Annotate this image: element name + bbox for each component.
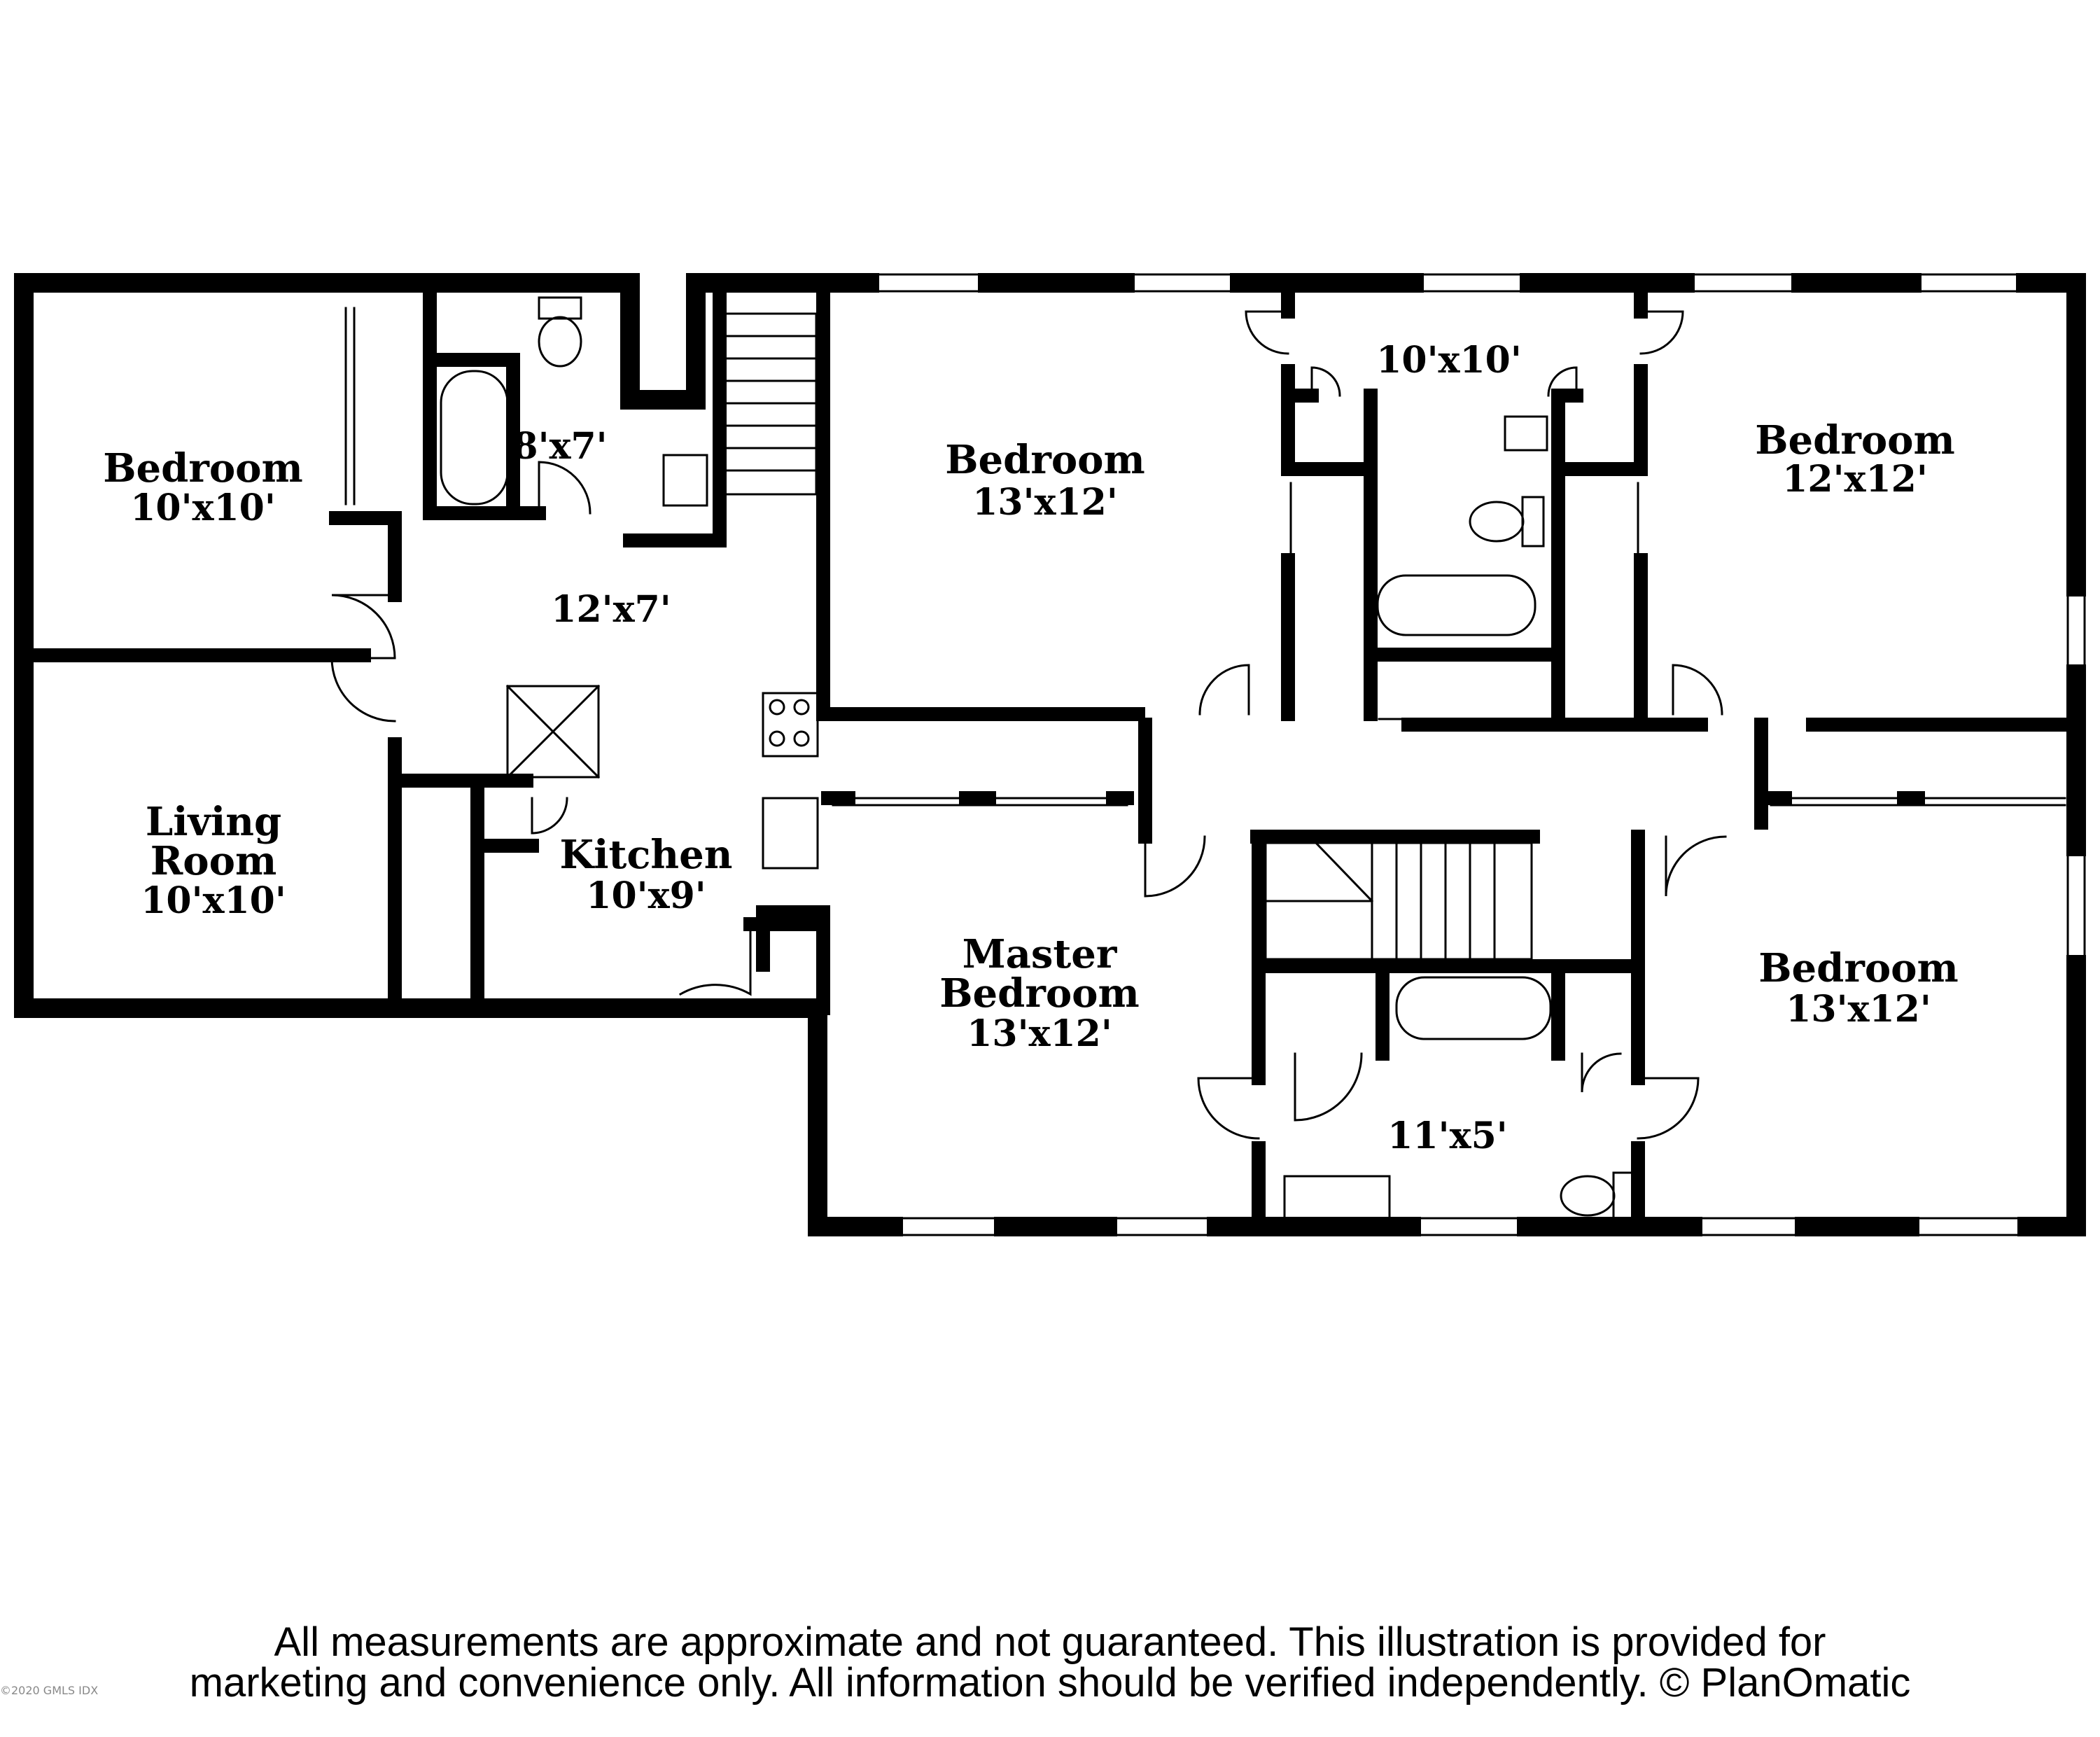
stairs xyxy=(724,312,1533,961)
kitchen-sink-icon xyxy=(762,797,819,870)
bedroom-n-center-name: Bedroom xyxy=(945,437,1145,483)
bath-lower-dims: 11'x5' xyxy=(1387,1115,1507,1157)
bedroom-ne-dims: 12'x12' xyxy=(1782,458,1928,501)
sink-icon xyxy=(1504,415,1548,452)
exterior-walls xyxy=(14,273,2086,1236)
bathtub-icon xyxy=(440,370,509,505)
bath-small-dims: 8'x7' xyxy=(512,425,607,468)
toilet-icon xyxy=(1469,501,1525,543)
disclaimer-line-2: marketing and convenience only. All info… xyxy=(189,1660,1911,1705)
master-bedroom-name-line1: Master xyxy=(962,931,1118,977)
bathtub-icon xyxy=(1376,574,1536,636)
room-labels: Bedroom 10'x10' Living Room 10'x10' 8'x7… xyxy=(103,339,1959,1157)
bathtub-icon xyxy=(1395,976,1552,1040)
bedroom-n-center-dims: 13'x12' xyxy=(972,481,1118,524)
bedroom-nw-name: Bedroom xyxy=(103,445,303,491)
master-bedroom-name-line2: Bedroom xyxy=(939,970,1140,1017)
toilet-icon xyxy=(1560,1175,1616,1217)
closets xyxy=(344,307,2066,996)
living-room-name-line1: Living xyxy=(146,799,281,845)
disclaimer-line-1: All measurements are approximate and not… xyxy=(274,1619,1826,1665)
fixtures xyxy=(440,296,1636,1230)
shower-icon xyxy=(506,685,600,779)
watermark: ©2020 GMLS IDX xyxy=(0,1684,99,1697)
master-bedroom-dims: 13'x12' xyxy=(967,1012,1112,1055)
kitchen-name: Kitchen xyxy=(560,832,733,878)
windows xyxy=(871,273,2086,1236)
kitchen-dims: 10'x9' xyxy=(586,874,706,917)
hall-left-dims: 12'x7' xyxy=(551,588,671,631)
bedroom-nw-dims: 10'x10' xyxy=(130,487,276,529)
stove-icon xyxy=(762,692,819,758)
sink-icon xyxy=(662,454,708,507)
bedroom-se-dims: 13'x12' xyxy=(1786,988,1931,1031)
living-room-name-line2: Room xyxy=(150,838,277,884)
sink-icon xyxy=(1283,1175,1391,1230)
bedroom-se-name: Bedroom xyxy=(1758,945,1959,991)
living-room-dims: 10'x10' xyxy=(141,879,286,922)
bath-upper-dims: 10'x10' xyxy=(1376,339,1522,382)
doors xyxy=(330,310,1727,1140)
bedroom-ne-name: Bedroom xyxy=(1755,417,1955,463)
toilet-icon xyxy=(538,316,582,368)
